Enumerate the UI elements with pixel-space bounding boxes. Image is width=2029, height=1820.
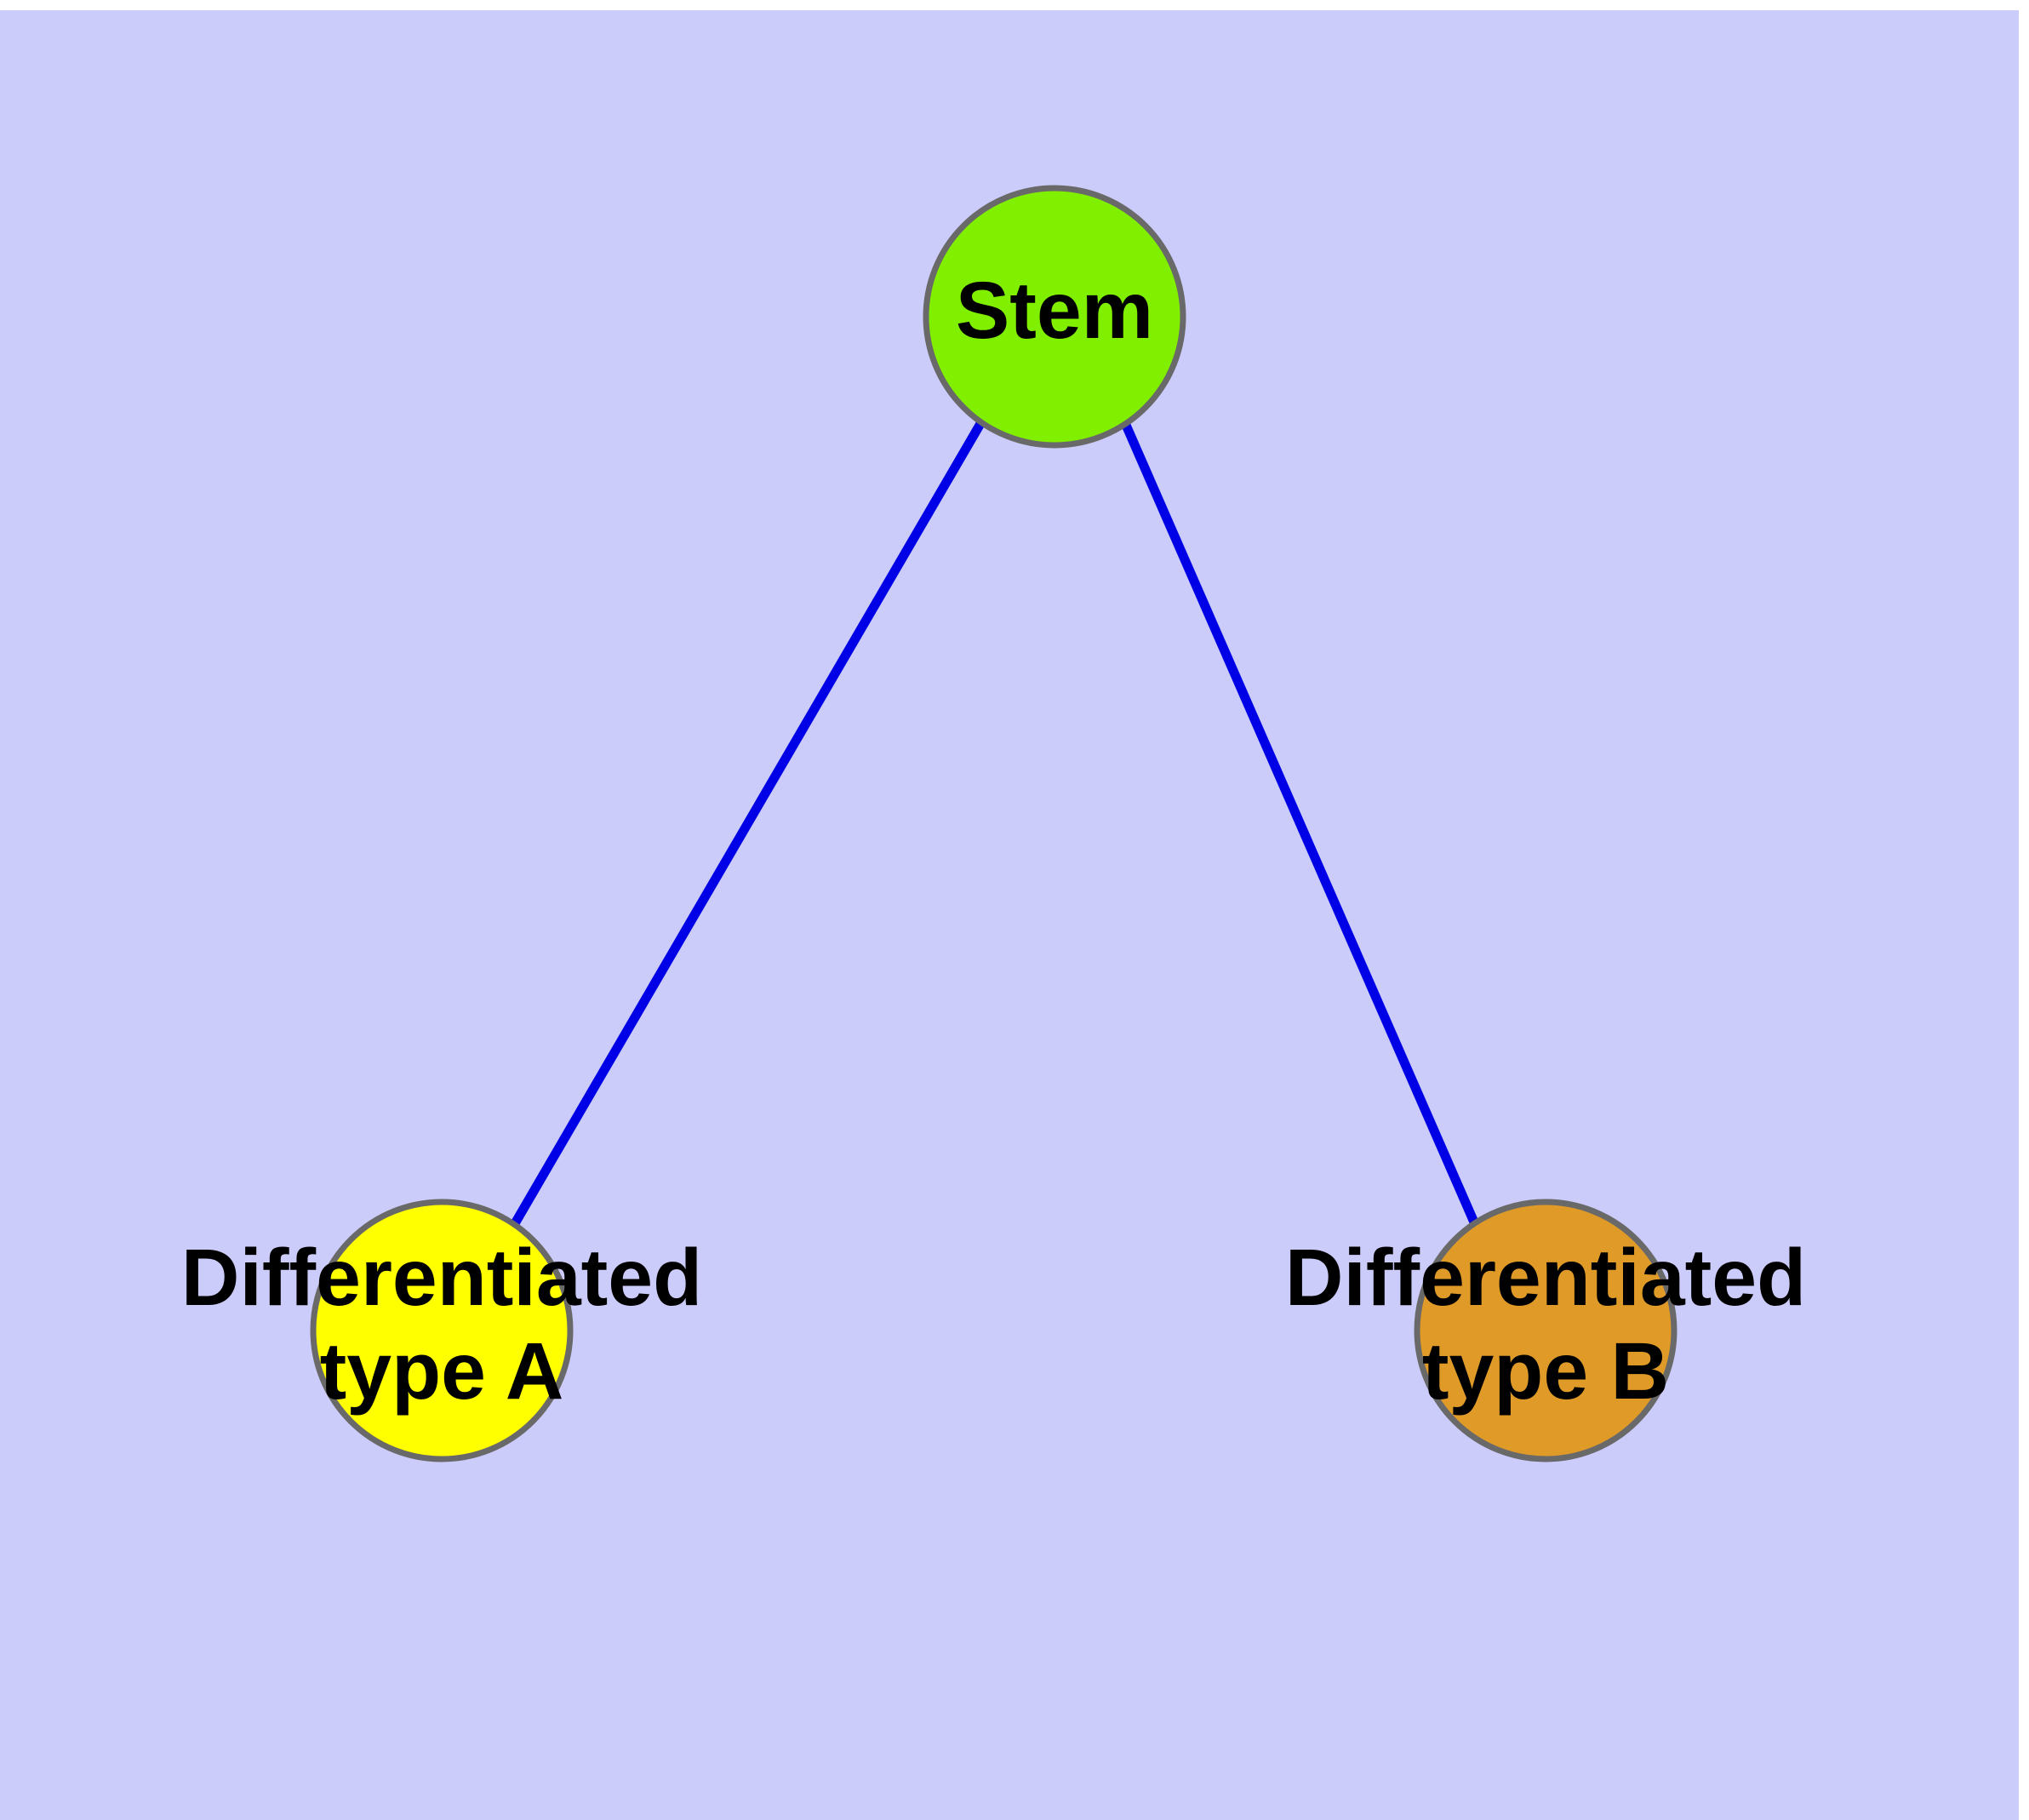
node-differentiated-type-b-circle[interactable] (1414, 1199, 1677, 1462)
node-stem-label: Stem (956, 266, 1153, 356)
edge-layer (510, 420, 1480, 1228)
node-stem[interactable]: Stem (923, 185, 1186, 449)
node-stem-circle[interactable] (923, 185, 1186, 449)
edge-stem-to-differentiated-type-b[interactable] (1120, 421, 1480, 1227)
node-differentiated-type-a-circle[interactable] (310, 1199, 574, 1462)
edge-stem-to-differentiated-type-a[interactable] (510, 420, 986, 1228)
